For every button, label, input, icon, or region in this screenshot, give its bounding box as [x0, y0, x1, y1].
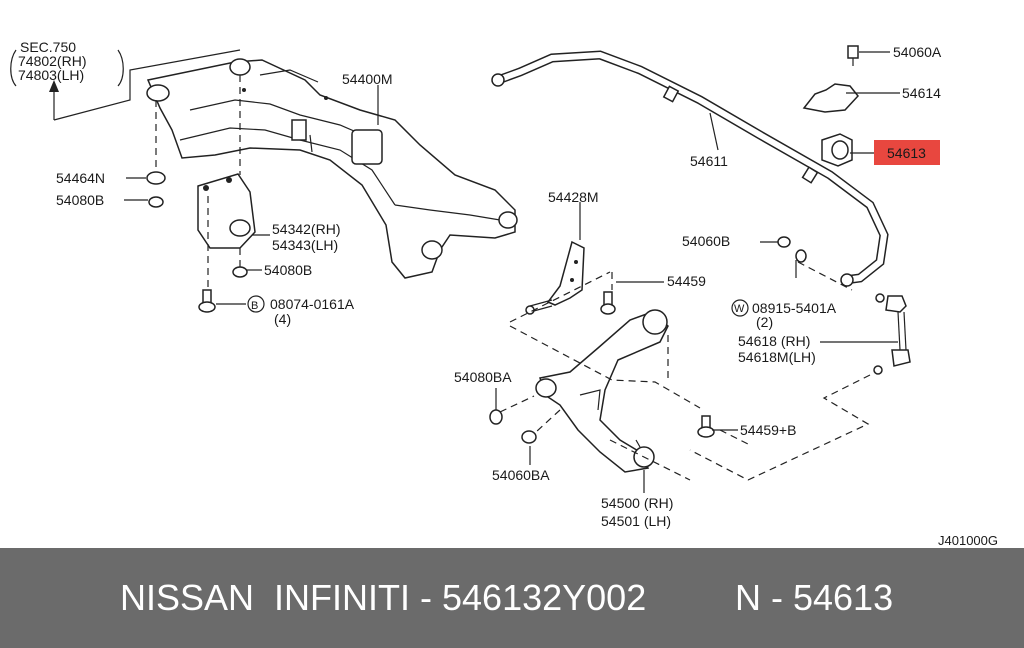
label-54400m: 54400M	[342, 71, 393, 87]
bushing-assembly	[802, 45, 859, 167]
w-badge-icon	[731, 299, 749, 317]
label-54060a: 54060A	[893, 44, 942, 60]
label-54080ba: 54080BA	[454, 369, 512, 385]
mounting-bracket	[146, 75, 256, 313]
label-08915: 08915-5401A	[752, 300, 837, 316]
label-08074-qty: (4)	[274, 311, 291, 327]
label-54342: 54342(RH)	[272, 221, 340, 237]
label-54343: 54343(LH)	[272, 237, 338, 253]
label-54618-rh: 54618 (RH)	[738, 333, 810, 349]
stabilizer-bar	[491, 50, 889, 287]
label-08915-qty: (2)	[756, 314, 773, 330]
label-54618m-lh: 54618M(LH)	[738, 349, 816, 365]
nut-icon	[148, 196, 164, 208]
footer-part-number: NISSAN INFINITI - 546132Y002	[120, 577, 647, 618]
label-54613: 54613	[887, 145, 926, 161]
footer-reference: N - 54613	[735, 577, 894, 618]
label-54060b: 54060B	[682, 233, 730, 249]
nut-icon	[232, 266, 248, 278]
arrow-up-icon	[49, 80, 59, 92]
b-badge: B	[251, 300, 258, 312]
label-54459: 54459	[667, 273, 706, 289]
label-54500: 54500 (RH)	[601, 495, 673, 511]
sec-lh-label: 74803(LH)	[18, 67, 84, 83]
callout-labels: 54464N 54080B 54342(RH) 54343(LH) 54080B…	[56, 44, 998, 548]
label-54080b-top: 54080B	[56, 192, 104, 208]
compression-rod	[509, 240, 616, 323]
diagram-code: J401000G	[938, 533, 998, 548]
washer-icon	[146, 171, 166, 185]
bolt-icon	[198, 301, 216, 313]
highlight-54613	[874, 140, 940, 165]
label-54611: 54611	[690, 153, 728, 169]
label-54501: 54501 (LH)	[601, 513, 671, 529]
label-54080b-low: 54080B	[264, 262, 312, 278]
b-badge-icon	[247, 295, 265, 313]
label-54428m: 54428M	[548, 189, 599, 205]
label-54459b: 54459+B	[740, 422, 796, 438]
label-54060ba: 54060BA	[492, 467, 550, 483]
label-54614: 54614	[902, 85, 941, 101]
sec-label: SEC.750	[20, 39, 76, 55]
leader-lines	[124, 51, 900, 493]
parts-diagram: SEC.750 74802(RH) 74803(LH)	[10, 39, 998, 548]
label-54464n: 54464N	[56, 170, 105, 186]
lower-control-arm	[489, 309, 749, 481]
w-badge: W	[734, 303, 745, 315]
sec-rh-label: 74802(RH)	[18, 53, 86, 69]
section-reference: SEC.750 74802(RH) 74803(LH)	[10, 39, 241, 121]
footer-bar: NISSAN INFINITI - 546132Y002 N - 54613	[0, 548, 1024, 648]
stabilizer-link	[689, 236, 911, 481]
label-08074: 08074-0161A	[270, 296, 355, 312]
